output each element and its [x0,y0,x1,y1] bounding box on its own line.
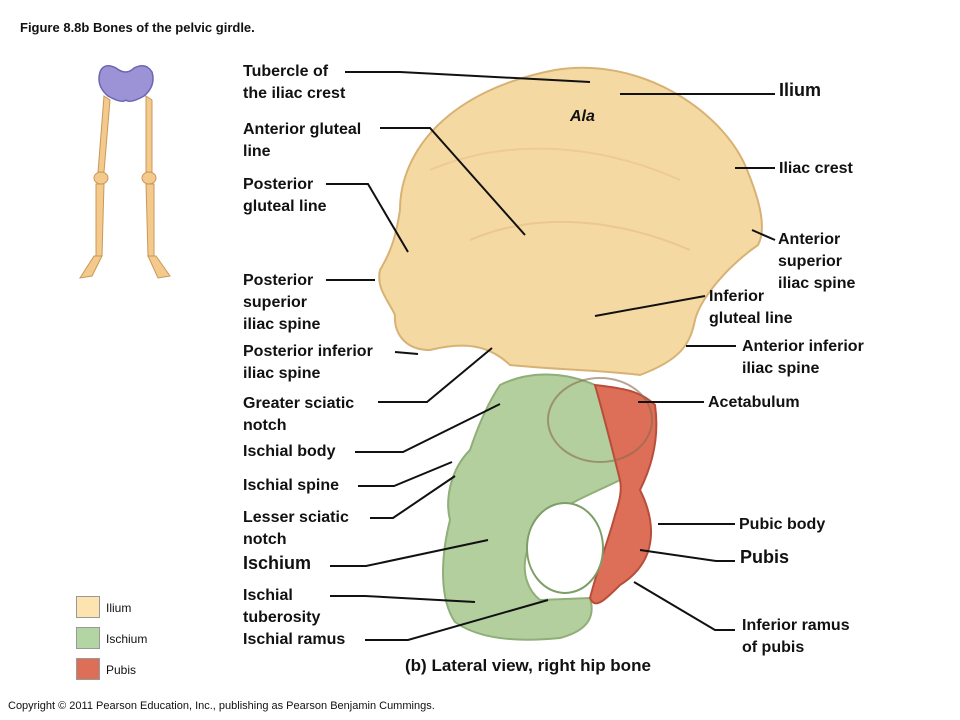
leader-ischial-spine [358,461,453,487]
thumbnail-pelvis [98,65,154,103]
acetabulum-fossa [547,377,653,463]
leader-ischial-ramus [365,599,549,641]
view-caption: (b) Lateral view, right hip bone [405,656,651,675]
leader-lines [326,71,776,641]
thumbnail-right-foot [147,255,171,279]
label-ilium: Ilium [779,80,822,100]
leader-inf-ramus [633,581,735,631]
obturator-foramen [526,502,604,594]
ala-label: Ala [570,108,595,125]
label-psis: Posterior superior iliac spine [243,272,321,333]
thumbnail-right-knee [141,171,157,185]
figure-title: Figure 8.8b Bones of the pelvic girdle. [20,20,255,35]
legend-swatch-pubis [76,658,100,680]
label-pubic-body: Pubic body [739,516,826,533]
label-ischial-tuberosity: Ischial tuberosity [243,587,321,626]
legend-label-ilium: Ilium [106,601,132,615]
copyright: Copyright © 2011 Pearson Education, Inc.… [8,700,435,712]
legend-label-ischium: Ischium [106,632,148,646]
leader-ischial-body [355,403,501,453]
thumbnail-left-knee [93,171,109,185]
leader-ischium [330,539,489,567]
leader-piis [394,351,419,355]
leader-lesser-notch [370,475,456,519]
label-lesser-sciatic-notch: Lesser sciatic notch [243,509,349,548]
label-acetabulum: Acetabulum [708,394,800,411]
thumbnail-left-femur [97,95,111,173]
pubis-shape [588,383,658,605]
legend-swatch-ischium [76,627,100,649]
leader-tubercle [345,71,591,83]
thumbnail-left-tibia [95,183,105,257]
thumbnail-right-femur [145,95,153,173]
label-ischial-body: Ischial body [243,443,336,460]
label-posterior-gluteal-line: Posterior gluteal line [243,176,327,215]
legend-label-pubis: Pubis [106,663,137,677]
leader-asis [751,229,776,241]
leader-greater-notch [378,347,493,403]
label-ischial-ramus: Ischial ramus [243,631,346,648]
label-greater-sciatic-notch: Greater sciatic notch [243,395,355,434]
label-iliac-crest: Iliac crest [779,160,853,177]
leader-post-gluteal [326,183,409,253]
label-tubercle: Tubercle of the iliac crest [243,63,346,102]
leader-inf-gluteal [594,295,706,317]
leader-pubis [639,549,735,562]
label-ischial-spine: Ischial spine [243,477,340,494]
label-inferior-ramus: Inferior ramus of pubis [742,617,850,656]
label-pubis: Pubis [740,547,790,567]
leader-ant-gluteal [380,127,526,236]
legend-swatch-ilium [76,596,100,618]
leader-tuberosity [330,595,476,603]
label-asis: Anterior superior iliac spine [778,231,856,292]
thumbnail-left-foot [78,255,103,279]
label-inferior-gluteal-line: Inferior gluteal line [709,288,793,327]
label-aiis: Anterior inferior iliac spine [742,338,864,377]
thumbnail-right-tibia [145,183,155,257]
label-ischium: Ischium [243,553,312,573]
label-anterior-gluteal-line: Anterior gluteal line [243,121,362,160]
skeleton-thumbnail [78,65,171,279]
label-piis: Posterior inferior iliac spine [243,343,373,382]
